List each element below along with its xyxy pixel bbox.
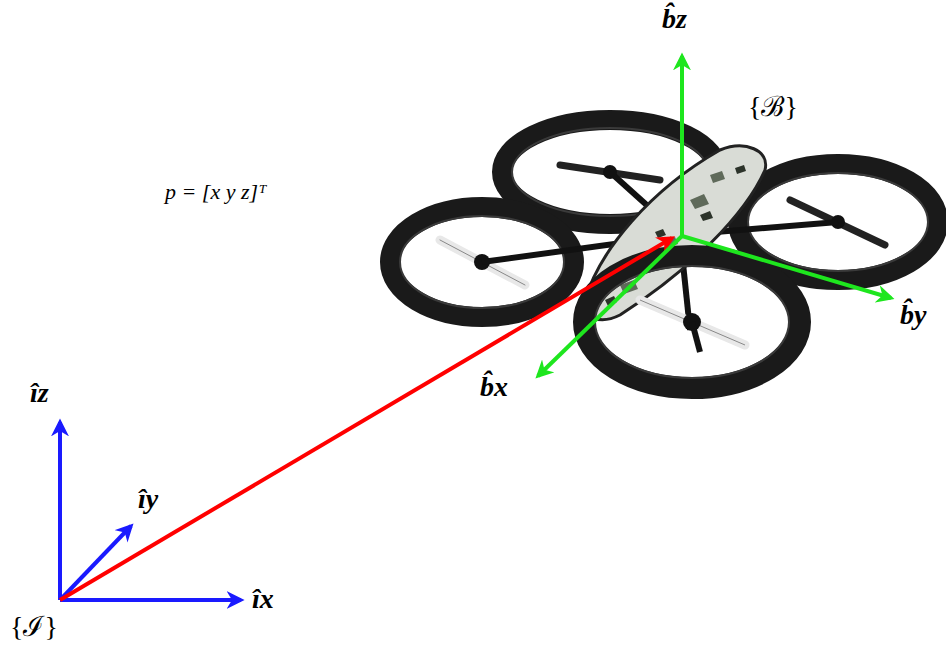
- hull: [584, 146, 765, 320]
- vector-label: p = [x y z]ᵀ: [165, 180, 267, 204]
- axis-label: îy: [138, 484, 158, 515]
- axis-label: b̂x: [480, 372, 508, 403]
- rotor-guard: [584, 256, 800, 388]
- axis-label: b̂z: [662, 4, 687, 35]
- frame-label: {ℬ}: [748, 92, 798, 123]
- position-vector: [60, 238, 672, 600]
- axis-label: b̂y: [900, 300, 926, 331]
- body-axes: [538, 56, 891, 376]
- axis-label: îx: [252, 584, 274, 615]
- frame-label: {ℐ}: [10, 612, 58, 643]
- axis-label: îz: [30, 378, 49, 409]
